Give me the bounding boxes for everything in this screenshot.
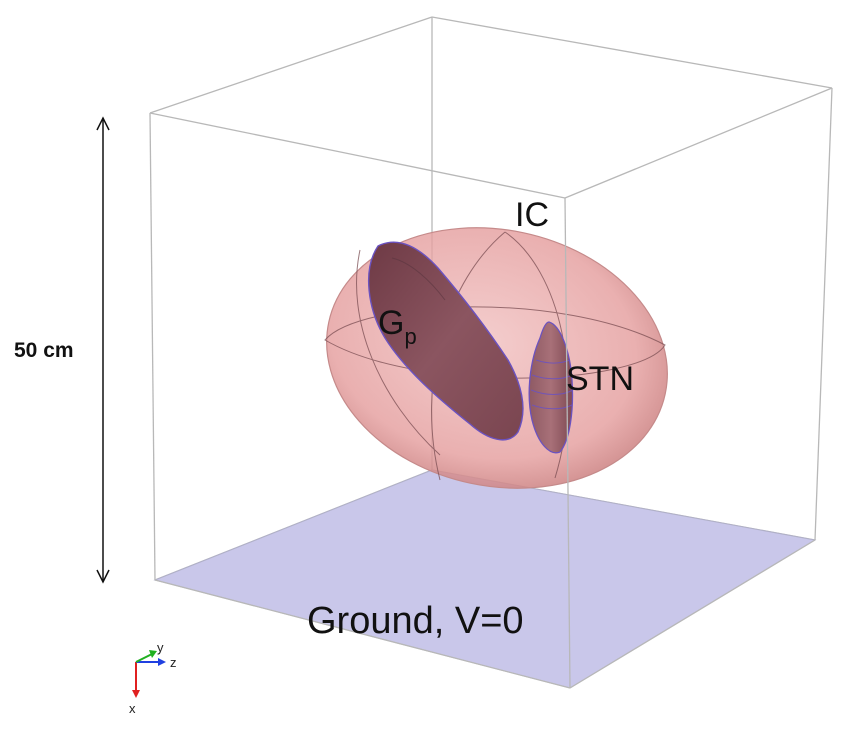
- axis-x-label: x: [129, 701, 136, 716]
- ground-label: Ground, V=0: [307, 600, 524, 642]
- axis-z-label: z: [170, 655, 177, 670]
- dimension-label: 50 cm: [14, 339, 74, 362]
- stn-label: STN: [566, 360, 634, 398]
- ground-plane: [153, 469, 817, 689]
- axis-z-arrowhead: [158, 658, 166, 666]
- stn-structure: [528, 321, 574, 454]
- ic-meridian-line-3: [356, 249, 441, 456]
- ic-label: IC: [515, 196, 549, 234]
- axis-y-label: y: [157, 640, 164, 655]
- dimension-arrow: [96, 116, 110, 584]
- box-front-edges: [149, 87, 833, 689]
- axis-x-arrowhead: [132, 690, 140, 698]
- axis-triad: x y z: [129, 640, 177, 716]
- axis-y-arrowhead: [149, 650, 157, 658]
- gp-label: Gp: [378, 304, 417, 349]
- axis-y-line: [135, 653, 153, 663]
- gp-structure: [368, 241, 524, 441]
- gp-label-subscript: p: [404, 324, 416, 349]
